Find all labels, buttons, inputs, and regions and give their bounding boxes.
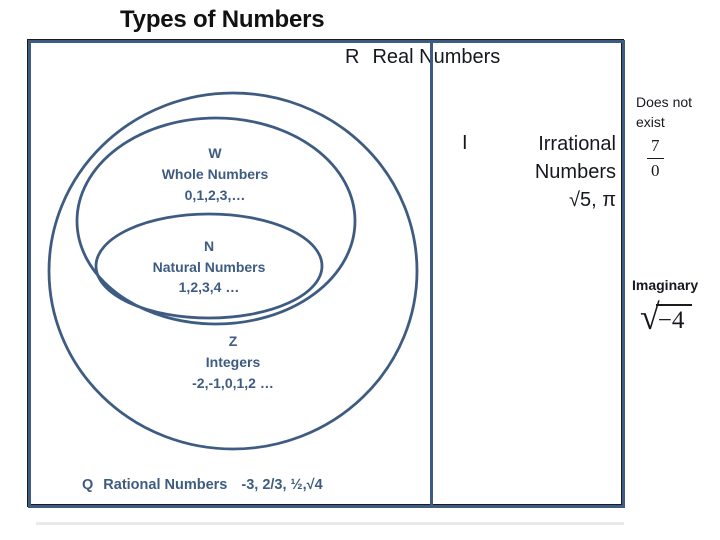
- integers-symbol: Z: [228, 333, 238, 349]
- real-numbers-symbol: R: [345, 46, 360, 68]
- irrational-numbers-name-line1: Irrational: [538, 133, 616, 155]
- real-numbers-header: R Real Numbers: [345, 46, 500, 69]
- real-numbers-label: Real Numbers: [372, 46, 501, 68]
- fraction-numerator: 7: [647, 136, 664, 159]
- natural-numbers-label-block: N Natural Numbers 1,2,3,4 …: [109, 236, 309, 298]
- integers-ellipse: [47, 91, 419, 451]
- imaginary-label: Imaginary: [632, 277, 699, 293]
- irrational-numbers-label-block: Irrational Numbers √5, π: [535, 130, 616, 214]
- rational-numbers-line: Q Rational Numbers -3, 2/3, ½,√4: [82, 477, 323, 493]
- radical-sign-icon: √: [640, 297, 660, 337]
- slide-title: Types of Numbers: [120, 6, 325, 33]
- natural-numbers-name: Natural Numbers: [152, 258, 266, 275]
- irrational-numbers-symbol: I: [462, 132, 468, 154]
- irrational-numbers-name-line2: Numbers: [534, 161, 616, 183]
- radicand: −4: [655, 304, 693, 336]
- whole-numbers-examples: 0,1,2,3,…: [184, 187, 246, 203]
- integers-label-block: Z Integers -2,-1,0,1,2 …: [133, 331, 333, 394]
- rational-irrational-divider: [430, 43, 433, 505]
- seven-over-zero-fraction: 7 0: [647, 136, 664, 181]
- natural-numbers-symbol: N: [203, 238, 215, 254]
- integers-examples: -2,-1,0,1,2 …: [192, 375, 274, 391]
- does-not-exist-label: Does not exist: [636, 94, 693, 130]
- whole-numbers-symbol: W: [208, 145, 222, 161]
- integers-name: Integers: [205, 354, 261, 370]
- whole-numbers-label-block: W Whole Numbers 0,1,2,3,…: [115, 143, 315, 206]
- rational-numbers-symbol: Q: [82, 477, 94, 493]
- whole-numbers-name: Whole Numbers: [161, 166, 269, 182]
- fraction-denominator: 0: [651, 161, 660, 180]
- real-numbers-box: [28, 40, 625, 508]
- whole-numbers-ellipse: [75, 116, 357, 326]
- slide-shadow-line: [36, 522, 624, 525]
- rational-numbers-examples: -3, 2/3, ½,√4: [241, 477, 323, 493]
- natural-numbers-examples: 1,2,3,4 …: [178, 279, 240, 295]
- natural-numbers-ellipse: [94, 212, 324, 320]
- rational-numbers-name: Rational Numbers: [103, 477, 228, 493]
- sqrt-negative-four-expression: √ −4: [640, 297, 693, 337]
- irrational-numbers-examples: √5, π: [568, 189, 616, 211]
